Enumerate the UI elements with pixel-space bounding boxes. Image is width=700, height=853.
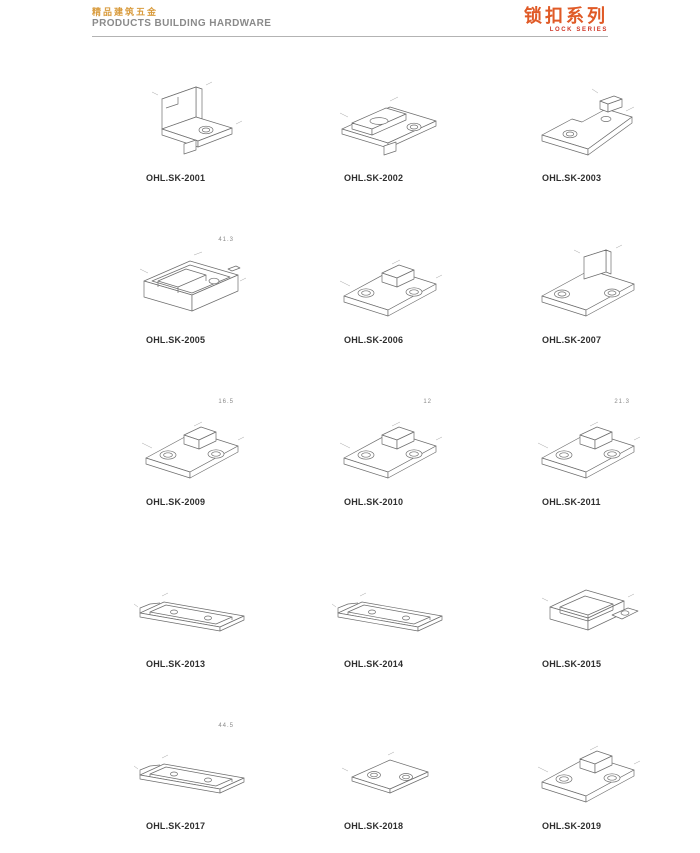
drawing-use [542,89,634,155]
product-technical-drawing [528,563,646,655]
drawing-use [542,245,634,316]
product-card: OHL.SK-2001 [132,59,250,189]
product-technical-drawing [528,725,646,817]
product-technical-drawing [132,563,250,655]
product-code: OHL.SK-2017 [146,821,206,831]
product-card: OHL.SK-2014 [330,545,448,675]
product-technical-drawing [330,725,448,817]
drawing-use [134,755,244,793]
product-card: OHL.SK-2019 [528,707,646,837]
series-title-chinese: 锁扣系列 [524,6,608,26]
product-card: OHL.SK-2003 [528,59,646,189]
product-code: OHL.SK-2003 [542,173,602,183]
product-code: OHL.SK-2014 [344,659,404,669]
product-card: OHL.SK-2006 [330,221,448,351]
product-code: OHL.SK-2001 [146,173,206,183]
product-technical-drawing [132,401,250,493]
product-code: OHL.SK-2011 [542,497,601,507]
product-card: OHL.SK-2007 [528,221,646,351]
header-divider [92,36,608,37]
drawing-use [342,752,428,793]
product-technical-drawing [132,239,250,331]
product-technical-drawing [330,563,448,655]
product-technical-drawing [330,77,448,169]
product-code: OHL.SK-2018 [344,821,404,831]
product-technical-drawing [330,239,448,331]
product-technical-drawing [132,725,250,817]
product-card: 21.3 OHL.SK-2011 [528,383,646,513]
product-code: OHL.SK-2015 [542,659,602,669]
product-card: OHL.SK-2002 [330,59,448,189]
drawing-use [142,422,244,478]
brand-block: 精品建筑五金 PRODUCTS BUILDING HARDWARE [92,7,271,30]
product-code: OHL.SK-2019 [542,821,602,831]
product-technical-drawing [132,77,250,169]
drawing-use [140,252,246,311]
product-technical-drawing [528,77,646,169]
drawing-use [538,422,640,478]
series-block: 锁扣系列 LOCK SERIES [524,6,608,34]
drawing-use [332,593,442,631]
product-code: OHL.SK-2002 [344,173,404,183]
product-technical-drawing [528,401,646,493]
brand-title-english: PRODUCTS BUILDING HARDWARE [92,18,272,29]
product-technical-drawing [528,239,646,331]
product-card: 44.5 OHL.SK-2017 [132,707,250,837]
product-card: OHL.SK-2013 [132,545,250,675]
series-title-english: LOCK SERIES [549,27,608,33]
drawing-use [340,422,442,478]
product-code: OHL.SK-2010 [344,497,404,507]
product-card: OHL.SK-2015 [528,545,646,675]
product-card: OHL.SK-2018 [330,707,448,837]
drawing-use [152,82,242,154]
product-code: OHL.SK-2006 [344,335,404,345]
product-card: 41.3 OHL.SK-2005 [132,221,250,351]
page-content: 精品建筑五金 PRODUCTS BUILDING HARDWARE 锁扣系列 L… [92,0,608,853]
product-technical-drawing [330,401,448,493]
product-code: OHL.SK-2005 [146,335,206,345]
drawing-use [542,590,638,630]
drawing-use [340,260,442,316]
product-card: 12 OHL.SK-2010 [330,383,448,513]
drawing-use [134,593,244,631]
product-code: OHL.SK-2013 [146,659,206,669]
drawing-use [340,97,436,155]
product-card: 16.5 OHL.SK-2009 [132,383,250,513]
brand-title-chinese: 精品建筑五金 [92,7,159,17]
drawing-use [538,746,640,802]
product-code: OHL.SK-2009 [146,497,206,507]
product-grid: OHL.SK-2001 OHL.SK-2002 OHL.SK-2003 OHL.… [92,43,608,853]
product-code: OHL.SK-2007 [542,335,602,345]
page-header: 精品建筑五金 PRODUCTS BUILDING HARDWARE 锁扣系列 L… [92,0,608,34]
